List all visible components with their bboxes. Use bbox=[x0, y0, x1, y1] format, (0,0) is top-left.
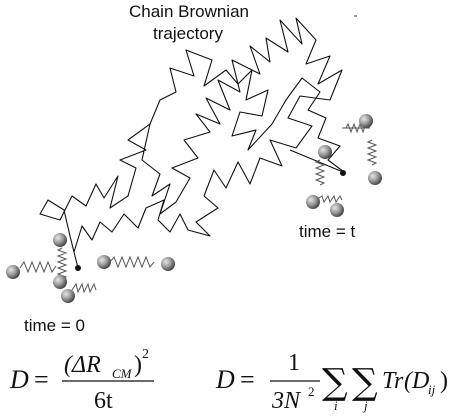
center-of-mass-t bbox=[340, 170, 346, 176]
spring-t-left bbox=[314, 159, 326, 186]
bead-t-4 bbox=[306, 195, 320, 209]
eq1-denominator: 6t bbox=[94, 388, 113, 414]
spring-0-right bbox=[109, 255, 155, 269]
eq2-sum-j: ∑ bbox=[352, 362, 378, 403]
eq2-numerator: 1 bbox=[288, 350, 300, 376]
bead-t-3 bbox=[368, 171, 382, 185]
spring-0-vert bbox=[56, 247, 68, 280]
bead-t-2 bbox=[359, 114, 373, 128]
bead-0-4 bbox=[61, 289, 75, 303]
eq2-arg: (D bbox=[404, 368, 429, 394]
eq2-denominator-power: 2 bbox=[308, 384, 315, 399]
eq1-numerator: (ΔR bbox=[64, 352, 101, 378]
eq1-power: 2 bbox=[142, 347, 149, 362]
diagram-title-line1: Chain Brownian bbox=[128, 2, 249, 21]
chain-time-t bbox=[306, 114, 382, 217]
bead-0-6 bbox=[161, 257, 175, 271]
trajectory-end-link bbox=[289, 149, 344, 173]
eq2-arg-sub: ij bbox=[428, 382, 436, 397]
spring-0-left bbox=[19, 260, 57, 274]
time-t-label: time = t bbox=[299, 222, 356, 241]
time-0-label: time = 0 bbox=[24, 316, 85, 335]
eq1-lhs: D bbox=[9, 365, 29, 394]
bead-t-5 bbox=[330, 203, 344, 217]
equation-msd: D = (ΔR CM ) 2 6t bbox=[9, 347, 154, 414]
center-of-mass-0 bbox=[75, 265, 81, 271]
spring-t-right bbox=[366, 139, 378, 166]
spring-t-bottom bbox=[315, 194, 343, 204]
bead-0-1 bbox=[6, 265, 20, 279]
chain-time-0 bbox=[6, 233, 175, 303]
spring-0-diag bbox=[71, 282, 97, 294]
eq2-close-paren: ) bbox=[440, 368, 448, 394]
bead-0-2 bbox=[53, 233, 67, 247]
brownian-trajectory bbox=[39, 17, 343, 269]
brownian-trajectory-loop bbox=[149, 49, 345, 173]
bead-0-3 bbox=[53, 275, 67, 289]
eq1-subscript: CM bbox=[112, 366, 133, 381]
bead-0-5 bbox=[97, 255, 111, 269]
eq2-sum-i: ∑ bbox=[322, 362, 348, 403]
eq2-equals: = bbox=[240, 365, 255, 394]
equation-tensor: D = 1 3N 2 ∑ i ∑ j Tr (D ij ) bbox=[215, 350, 448, 414]
bead-t-1 bbox=[318, 145, 332, 159]
eq2-lhs: D bbox=[215, 365, 235, 394]
eq1-close-paren: ) bbox=[134, 352, 142, 378]
eq2-index-i: i bbox=[334, 398, 338, 413]
eq2-index-j: j bbox=[362, 398, 368, 413]
eq1-equals: = bbox=[34, 365, 49, 394]
eq2-denominator: 3N bbox=[271, 388, 302, 414]
diagram-title-line2: trajectory bbox=[153, 24, 223, 43]
eq2-trace-op: Tr bbox=[382, 368, 404, 394]
